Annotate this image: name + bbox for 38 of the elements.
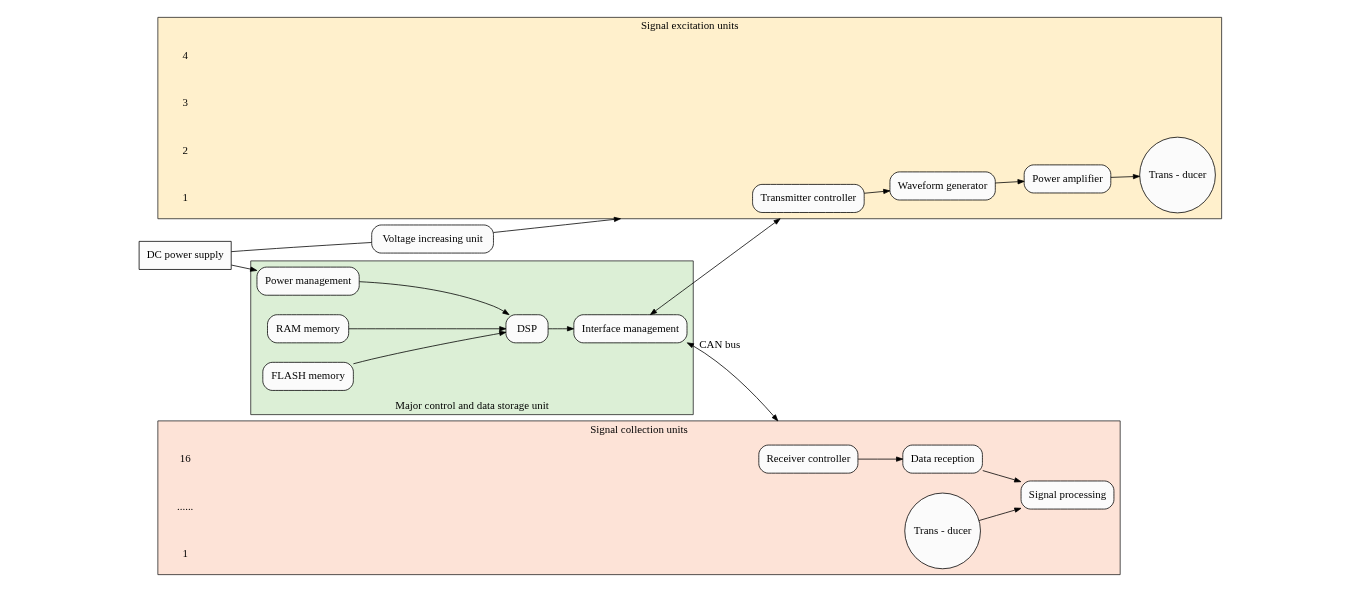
arrow — [863, 188, 890, 194]
arrow — [492, 216, 621, 233]
node-box: Voltage increasing unit — [370, 224, 494, 254]
node-box: FLASH memory — [261, 361, 354, 391]
node-box: Power management — [256, 266, 360, 296]
label: 4 — [181, 48, 188, 61]
label: 3 — [181, 96, 188, 109]
node-box: Power amplifier — [1023, 164, 1111, 194]
label: 16 — [179, 452, 191, 465]
arrow — [994, 179, 1025, 185]
label: 1 — [181, 191, 188, 204]
arrow — [649, 218, 780, 315]
arrow — [347, 326, 506, 332]
node-circle: Trans - ducer — [1138, 136, 1216, 214]
arrow — [686, 342, 778, 422]
node-box: RAM memory — [266, 314, 349, 344]
node-box: DSP — [505, 314, 548, 344]
label: 1 — [181, 547, 188, 560]
arrow — [547, 326, 574, 332]
arrow — [352, 330, 506, 365]
arrow — [1109, 174, 1140, 180]
arrow — [857, 456, 903, 462]
node-circle: Trans - ducer — [903, 492, 981, 570]
node-box: Signal processing — [1020, 480, 1114, 510]
node-box: Waveform generator — [889, 171, 996, 201]
arrow — [230, 264, 257, 272]
label: 2 — [181, 143, 188, 156]
node-box: DC power supply — [138, 241, 232, 270]
node-box: Interface management — [572, 314, 687, 344]
arrow — [358, 281, 509, 316]
label: ...... — [176, 499, 193, 512]
connector — [230, 242, 372, 253]
node-box: Data reception — [901, 444, 983, 474]
arrow — [978, 507, 1021, 521]
node-box: Transmitter controller — [751, 184, 865, 213]
arrow — [981, 470, 1021, 483]
edge-label: CAN bus — [698, 337, 740, 350]
node-box: Receiver controller — [757, 444, 858, 474]
